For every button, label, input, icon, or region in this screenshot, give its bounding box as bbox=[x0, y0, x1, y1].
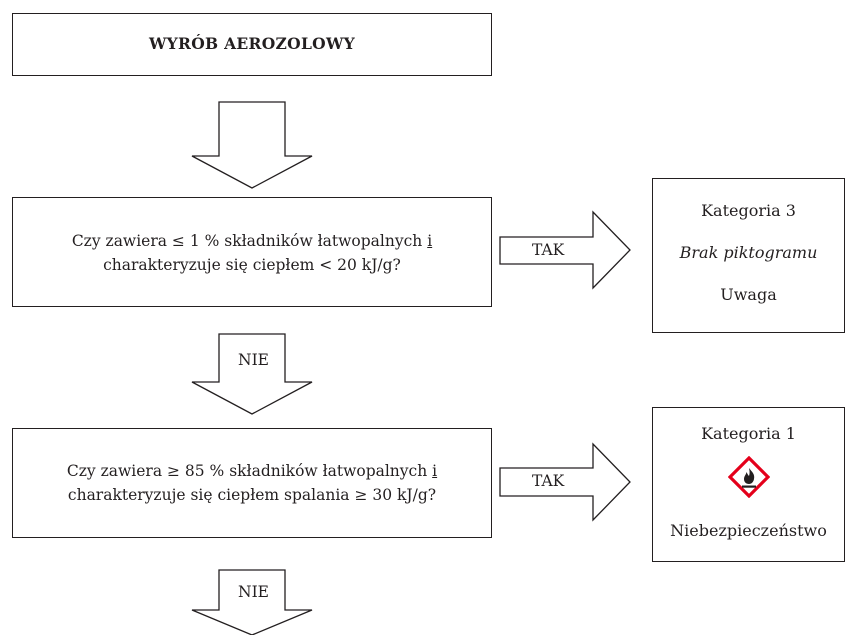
question-2-conjunction: i bbox=[432, 462, 438, 480]
question-1-text: Czy zawiera ≤ 1 % składników łatwopalnyc… bbox=[71, 232, 428, 250]
right-arrow-yes-1 bbox=[499, 210, 631, 290]
question-box-2: Czy zawiera ≥ 85 % składników łatwopalny… bbox=[12, 428, 492, 538]
question-1-line-2: charakteryzuje się ciepłem < 20 kJ/g? bbox=[103, 256, 401, 274]
question-1-conjunction: i bbox=[427, 232, 433, 250]
no-label-1: NIE bbox=[238, 351, 269, 369]
question-2-text: Czy zawiera ≥ 85 % składników łatwopalny… bbox=[66, 462, 433, 480]
title-text: WYRÓB AEROZOLOWY bbox=[148, 34, 356, 53]
result-box-2: Kategoria 1 Niebezpieczeństwo bbox=[652, 407, 845, 562]
question-2-line-2: charakteryzuje się ciepłem spalania ≥ 30… bbox=[67, 486, 437, 504]
result-2-signal-word: Niebezpieczeństwo bbox=[670, 521, 827, 540]
result-1-signal-word: Uwaga bbox=[720, 285, 777, 304]
result-2-category: Kategoria 1 bbox=[701, 424, 796, 443]
right-arrow-yes-2 bbox=[499, 442, 631, 522]
question-2-line-1: Czy zawiera ≥ 85 % składników łatwopalny… bbox=[13, 459, 491, 483]
yes-label-1: TAK bbox=[532, 241, 565, 259]
down-arrow-no-1 bbox=[191, 333, 313, 415]
down-arrow-no-2 bbox=[191, 569, 313, 635]
question-box-1: Czy zawiera ≤ 1 % składników łatwopalnyc… bbox=[12, 197, 492, 307]
no-label-2: NIE bbox=[238, 583, 269, 601]
title-box: WYRÓB AEROZOLOWY bbox=[12, 13, 492, 76]
result-1-pictogram: Brak piktogramu bbox=[679, 243, 818, 262]
result-1-category: Kategoria 3 bbox=[701, 201, 796, 220]
result-box-1: Kategoria 3 Brak piktogramu Uwaga bbox=[652, 178, 845, 333]
down-arrow-1 bbox=[191, 101, 313, 189]
yes-label-2: TAK bbox=[532, 472, 565, 490]
flame-pictogram-icon bbox=[728, 456, 770, 498]
question-1-line-1: Czy zawiera ≤ 1 % składników łatwopalnyc… bbox=[13, 229, 491, 253]
